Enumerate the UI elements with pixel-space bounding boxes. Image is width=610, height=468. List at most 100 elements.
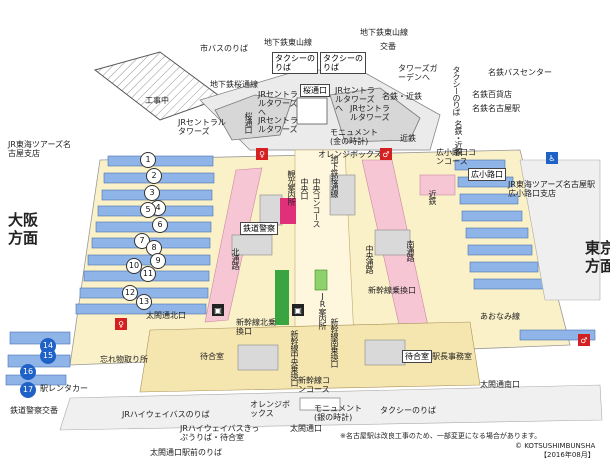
label-taxi-right: タクシーのりば: [452, 66, 461, 115]
label-kintetsu: 近鉄: [400, 134, 416, 143]
label-north-passage: 北通路: [231, 248, 240, 269]
platform-number: 1: [140, 152, 156, 168]
label-jr-info: JR案内所: [318, 292, 327, 329]
label-station-master: 駅長事務室: [432, 352, 472, 361]
footnote: ※名古屋駅は改良工事のため、一部変更になる場合があります。: [340, 432, 542, 440]
direction-osaka-line2: 方面: [8, 229, 39, 247]
platform-number: 12: [122, 285, 138, 301]
building-block: [231, 234, 273, 256]
label-shinkansen-central-transfer: 新幹線中央乗換口: [290, 330, 299, 386]
track: [461, 210, 523, 222]
platform-number: 17: [20, 382, 36, 398]
label-taxi-bottom: タクシーのりば: [380, 406, 436, 415]
construction-area: [93, 51, 224, 121]
green-area: [275, 270, 289, 325]
hirokoji-passage: [419, 174, 456, 196]
label-shinkansen-concourse: 新幹線コンコース: [298, 376, 330, 394]
track: [519, 329, 596, 341]
building-block: [364, 339, 406, 366]
label-central-towers-mid: JRセントラルタワーズ: [258, 116, 298, 134]
label-sakuradori-exit: 桜通口: [300, 84, 330, 97]
label-lost-property: 忘れ物取り所: [100, 355, 148, 364]
label-shinkansen-north-transfer: 新幹線北乗換口: [236, 318, 276, 336]
building-block: [374, 229, 411, 256]
restroom-icon: ♂: [578, 334, 590, 346]
ticket-gate-icon: ▣: [212, 304, 224, 316]
track: [459, 193, 519, 205]
platform-number: 3: [144, 185, 160, 201]
platform-number: 13: [136, 294, 152, 310]
platform-number: 16: [20, 364, 36, 380]
label-jr-highway-bus-stop: JRハイウェイバスのりば: [122, 410, 210, 419]
silver-clock-base: [299, 397, 341, 411]
label-orange-box-bottom: オレンジボックス: [250, 400, 290, 418]
label-taxi-2: タクシーのりば: [320, 52, 366, 74]
label-koban: 交番: [380, 42, 396, 51]
platform-number: 6: [152, 217, 168, 233]
label-city-bus: 市バスのりば: [200, 44, 248, 53]
label-sakuradori-exit-v: 桜通口: [244, 112, 253, 133]
restroom-icon: ♀: [115, 318, 127, 330]
label-jr-tours-right: JR東海ツアーズ名古屋駅広小路口支店: [508, 180, 596, 198]
ticket-gate-icon: ▣: [292, 304, 304, 316]
label-subway-higashiyama-2: 地下鉄東山線: [360, 28, 408, 37]
label-taxi: タクシーのりば: [272, 52, 318, 74]
building-block: [259, 194, 283, 226]
track: [5, 374, 67, 386]
label-meitetsu-station: 名鉄名古屋駅: [472, 104, 520, 113]
label-taiko-station-front: 太閤通口駅前のりば: [150, 448, 222, 457]
restroom-icon: ♿: [546, 152, 558, 164]
label-central-towers-right: JRセントラルタワーズ: [350, 104, 390, 122]
label-subway-sakuradori: 地下鉄桜通線: [210, 80, 258, 89]
track: [87, 254, 211, 266]
label-central-towers-left: JRセントラルタワーズ: [178, 118, 226, 136]
copyright: © KOTSUSHIMBUNSHA: [515, 442, 596, 450]
label-construction: 工事中: [145, 96, 169, 105]
track: [465, 227, 529, 239]
label-subway-sakuradori-v: 地下鉄桜通線: [330, 155, 339, 197]
label-towers-left: JRセントラルタワーズへ: [258, 90, 298, 117]
gold-clock-building: [296, 97, 328, 125]
label-shinkansen-transfer: 新幹線乗換口: [368, 286, 416, 295]
platform-number: 2: [146, 168, 162, 184]
shinkansen-concourse: [139, 321, 481, 393]
track: [473, 278, 545, 290]
label-hirokoji-exit: 広小路口: [468, 168, 506, 181]
platform-number: 15: [40, 348, 56, 364]
platform-number: 9: [150, 253, 166, 269]
label-central-exit: 中央口: [300, 178, 309, 199]
label-hirokoji-concourse: 広小路口コンコース: [436, 148, 476, 166]
platform-number: 5: [140, 202, 156, 218]
track: [107, 155, 214, 167]
restroom-icon: ♀: [256, 148, 268, 160]
label-south-passage: 南通路: [406, 240, 415, 261]
label-meitetsu-kintetsu: 名鉄・近鉄: [382, 92, 422, 101]
track: [7, 354, 71, 368]
label-waiting-room-left: 待合室: [200, 352, 224, 361]
label-jr-tours-left: JR東海ツアーズ名古屋支店: [8, 140, 72, 158]
building-block: [329, 174, 356, 216]
building-block: [237, 344, 279, 371]
restroom-icon: ♂: [380, 148, 392, 160]
label-silver-clock: モニュメント(銀の時計): [314, 404, 362, 422]
label-taiko-south-exit: 太閤通南口: [480, 380, 520, 389]
east-zone: [519, 159, 601, 301]
jr-info-marker: [314, 269, 328, 291]
label-central-concourse: 中央コンコース: [312, 178, 321, 227]
label-towers-garden: タワーズガーデンへ: [398, 64, 438, 82]
label-meitetsu-kintetsu-v: 名鉄・近鉄: [454, 120, 463, 155]
label-kintetsu-v: 近鉄: [428, 190, 437, 204]
track: [467, 244, 533, 256]
tower-right-building: [329, 87, 421, 143]
direction-osaka-line1: 大阪: [8, 211, 39, 229]
edition: 【2016年08月】: [540, 451, 595, 459]
label-taiko-exit: 太閤通口: [290, 424, 322, 433]
label-meitetsu-bus-center: 名鉄バスセンター: [488, 68, 552, 77]
label-subway-higashiyama: 地下鉄東山線: [264, 38, 312, 47]
label-shinkansen-south-transfer: 新幹線南乗換口: [330, 318, 339, 367]
track: [469, 261, 539, 273]
label-meitetsu-dept: 名鉄百貨店: [472, 90, 512, 99]
label-gold-clock: モニュメント(金の時計): [330, 128, 378, 146]
label-taiko-north-exit: 太閤通北口: [146, 311, 186, 320]
